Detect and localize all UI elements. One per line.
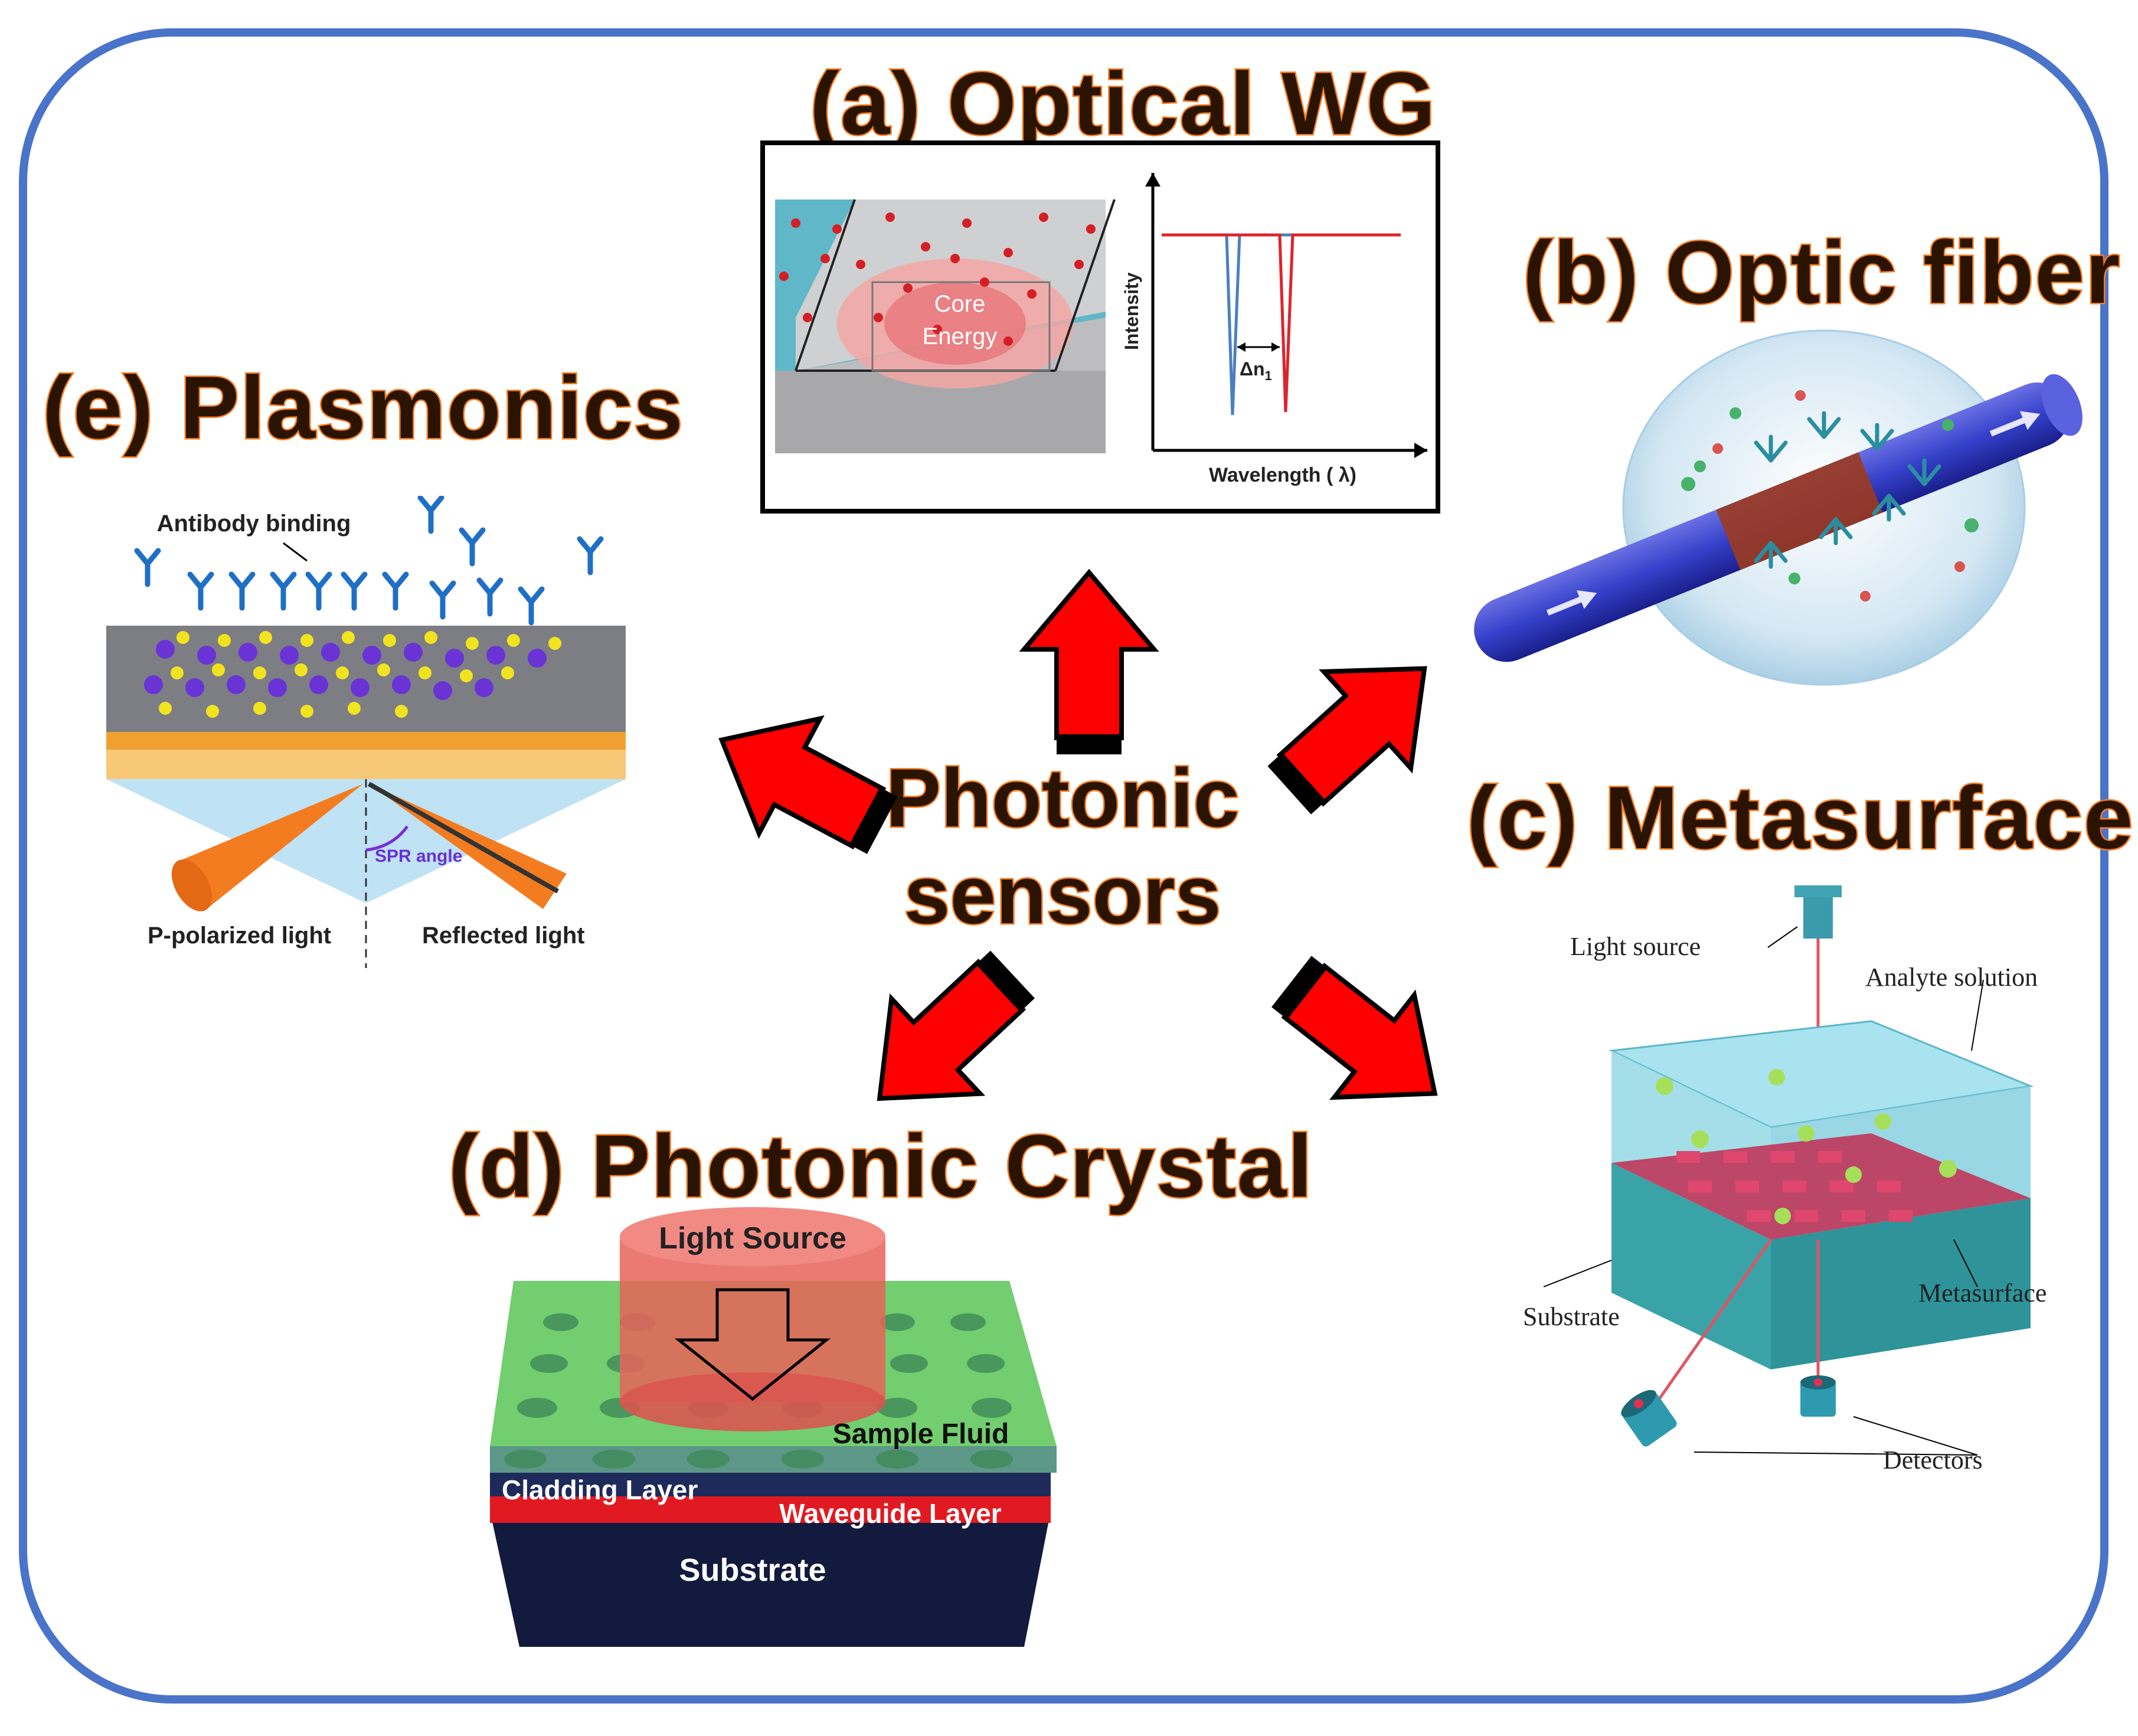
panel-a-diagram: Core Energy Δn1 Intensity Wavelength ( λ… (760, 140, 1440, 514)
core-label-2: Energy (923, 323, 998, 349)
panel-b-title: (b) Optic fiber (1521, 223, 2121, 322)
panel-d-title: (d) Photonic Crystal (447, 1116, 1314, 1215)
c-detectors-label: Detectors (1883, 1446, 1983, 1475)
panel-c-title: (c) Metasurface (1465, 768, 2134, 867)
e-antibody-label: Antibody binding (157, 511, 351, 537)
panel-c-diagram: Light source Analyte solution Substrate … (1523, 885, 2047, 1475)
e-spr-angle-label: SPR angle (375, 846, 462, 866)
arrow-to-b (1246, 620, 1468, 839)
arrow-to-d (835, 927, 1057, 1146)
d-substrate-label: Substrate (679, 1552, 826, 1588)
panel-a-title: (a) Optical WG (808, 54, 1437, 153)
e-p-polarized-label: P-polarized light (148, 923, 331, 949)
photonic-sensors-label: Photonic sensors (767, 750, 1358, 943)
panel-d-diagram: Light Source Sample Fluid Cladding Layer… (490, 1207, 1057, 1647)
c-metasurface-label: Metasurface (1918, 1279, 2047, 1307)
d-light-source-label: Light Source (659, 1221, 846, 1256)
panel-b-diagram (1474, 329, 2083, 686)
shift-label: Δn1 (1240, 358, 1272, 383)
e-reflected-label: Reflected light (422, 923, 585, 949)
core-label-1: Core (934, 291, 986, 317)
center-line-2: sensors (903, 846, 1222, 942)
center-line-1: Photonic (884, 750, 1241, 846)
rounded-frame (19, 28, 2108, 1704)
c-analyte-label: Analyte solution (1865, 963, 2038, 992)
arrow-up-to-a (1024, 573, 1154, 754)
d-cladding-label: Cladding Layer (502, 1475, 698, 1505)
d-waveguide-label: Waveguide Layer (779, 1498, 1002, 1529)
y-axis-label: Intensity (1121, 272, 1142, 350)
arrow-to-c (1251, 930, 1475, 1145)
panel-e-diagram: Antibody binding SPR angle P-polarized l… (106, 496, 626, 968)
d-sample-fluid-label: Sample Fluid (833, 1418, 1009, 1450)
panel-e-title: (e) Plasmonics (41, 358, 685, 457)
x-axis-label: Wavelength ( λ) (1209, 464, 1356, 486)
arrow-to-e (691, 682, 913, 882)
c-substrate-label: Substrate (1523, 1302, 1620, 1331)
c-light-source-label: Light source (1570, 932, 1701, 961)
